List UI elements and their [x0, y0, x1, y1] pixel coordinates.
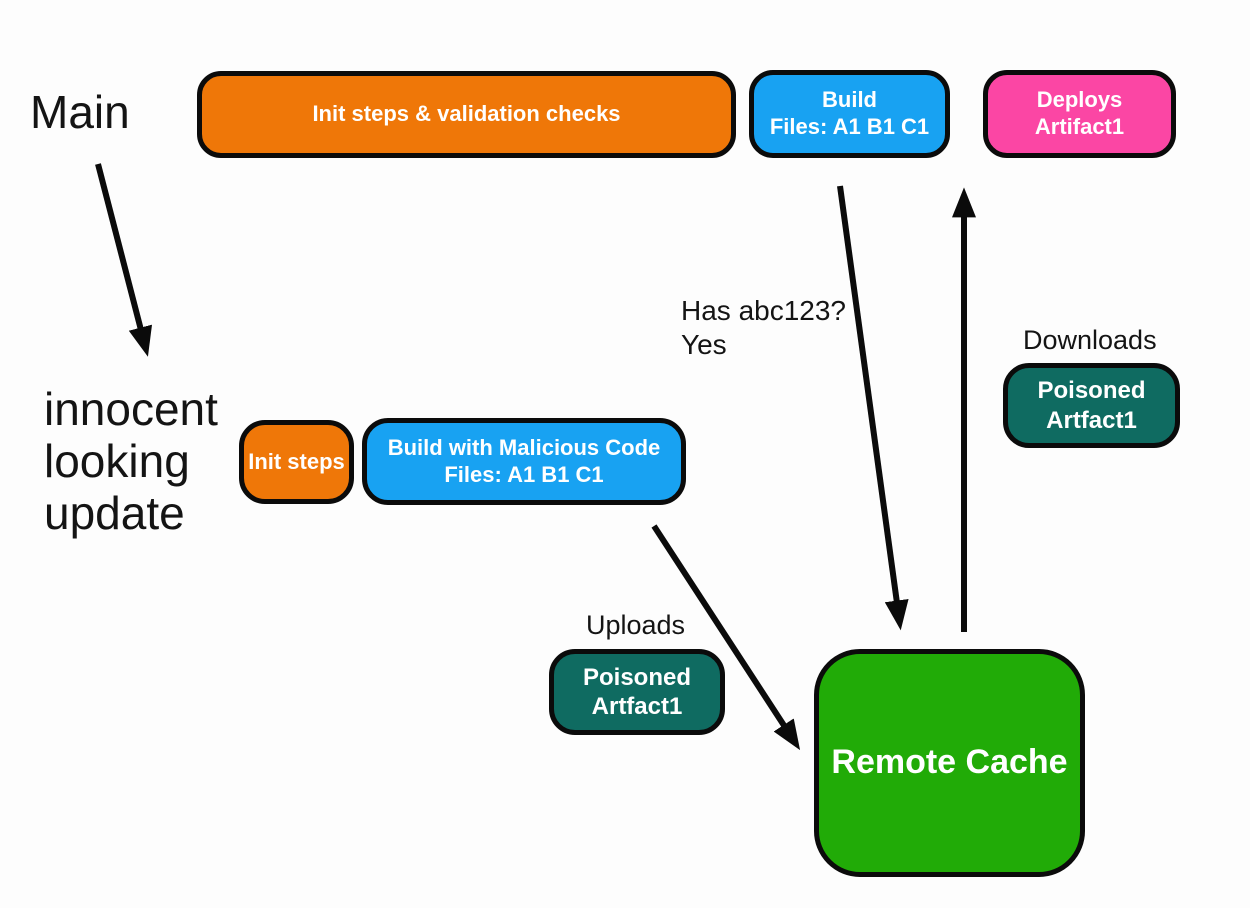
arrow-main-to-update: [95, 163, 153, 357]
node-build-malicious: Build with Malicious Code Files: A1 B1 C…: [362, 418, 686, 505]
edge-label-cache-check-question: Has abc123?: [681, 295, 847, 326]
node-init-validation-label: Init steps & validation checks: [312, 101, 621, 127]
branch-label-main: Main: [30, 86, 130, 138]
edge-label-downloads: Downloads: [1023, 325, 1157, 355]
node-init-steps-label: Init steps: [248, 448, 345, 474]
branch-label-innocent-update: innocent looking update: [44, 383, 218, 539]
node-poisoned-artifact-download-line1: Poisoned: [1037, 377, 1146, 405]
node-build-line1: Build: [822, 87, 877, 113]
node-build: Build Files: A1 B1 C1: [749, 70, 950, 158]
branch-label-innocent-line3: update: [44, 487, 185, 539]
node-remote-cache: Remote Cache: [814, 649, 1085, 877]
node-build-line2: Files: A1 B1 C1: [769, 114, 930, 139]
edge-label-cache-check: Has abc123? Yes: [681, 294, 846, 362]
branch-label-innocent-line2: looking: [44, 435, 190, 487]
node-build-malicious-line2: Files: A1 B1 C1: [444, 461, 604, 487]
node-poisoned-artifact-download: Poisoned Artfact1: [1003, 363, 1180, 448]
node-poisoned-artifact-download-line2: Artfact1: [1046, 406, 1137, 434]
node-init-validation: Init steps & validation checks: [197, 71, 736, 158]
node-remote-cache-label: Remote Cache: [831, 743, 1068, 782]
node-deploys-artifact-line1: Deploys: [1036, 87, 1123, 113]
arrow-build-to-cache: [837, 185, 909, 631]
node-poisoned-artifact-upload: Poisoned Artfact1: [549, 649, 725, 735]
edge-label-cache-check-answer: Yes: [681, 329, 727, 360]
node-init-steps: Init steps: [239, 420, 354, 504]
node-build-malicious-line1: Build with Malicious Code: [387, 434, 661, 460]
branch-label-innocent-line1: innocent: [44, 383, 218, 435]
node-deploys-artifact-line2: Artifact1: [1034, 114, 1125, 139]
edge-label-uploads: Uploads: [586, 610, 686, 640]
node-poisoned-artifact-upload-line1: Poisoned: [582, 663, 691, 691]
node-poisoned-artifact-upload-line2: Artfact1: [591, 693, 683, 720]
node-deploys-artifact: Deploys Artifact1: [983, 70, 1176, 158]
